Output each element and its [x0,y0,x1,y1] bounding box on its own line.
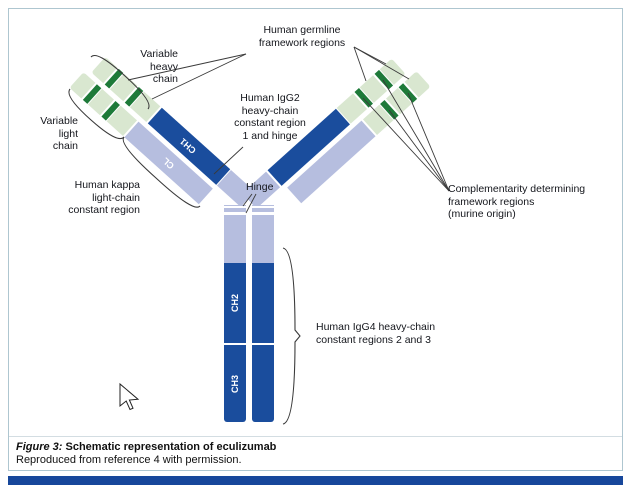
caption-title: Figure 3: Schematic representation of ec… [16,441,276,453]
ch3-label: CH3 [229,374,240,393]
label-igg4-constant-regions: Human IgG4 heavy-chain constant regions … [316,321,436,346]
figure-caption: Figure 3: Schematic representation of ec… [16,441,276,466]
antibody-stem-left-bar: CH2 CH3 [224,205,246,422]
caption-note: Reproduced from reference 4 with permiss… [16,454,242,466]
hinge-bond-mark [224,205,274,208]
ch2-domain [252,263,274,343]
caption-divider [9,436,622,437]
ch3-domain: CH3 [224,343,246,422]
hinge-segment [252,205,274,263]
ch3-domain [252,343,274,422]
cl-label: CL [160,154,177,171]
page-footer-bar [8,476,623,485]
label-hinge: Hinge [246,181,274,193]
label-kappa-constant-region: Human kappa light-chain constant region [68,179,140,217]
label-germline-framework: Human germline framework regions [258,24,346,49]
caption-title-text: Schematic representation of eculizumab [62,441,277,453]
ch2-label: CH2 [229,293,240,313]
antibody-stem-right-bar [252,205,274,422]
ch2-domain: CH2 [224,263,246,343]
label-igg2-constant-region: Human IgG2 heavy-chain constant region 1… [234,92,306,142]
hinge-bond-mark [224,212,274,215]
hinge-segment [224,205,246,263]
label-variable-light-chain: Variable light chain [40,115,78,153]
label-cdr-murine: Complementarity determining framework re… [448,183,586,221]
ch1-label: CH1 [178,136,199,156]
label-variable-heavy-chain: Variable heavy chain [140,48,178,86]
caption-figure-number: Figure 3: [16,441,63,453]
